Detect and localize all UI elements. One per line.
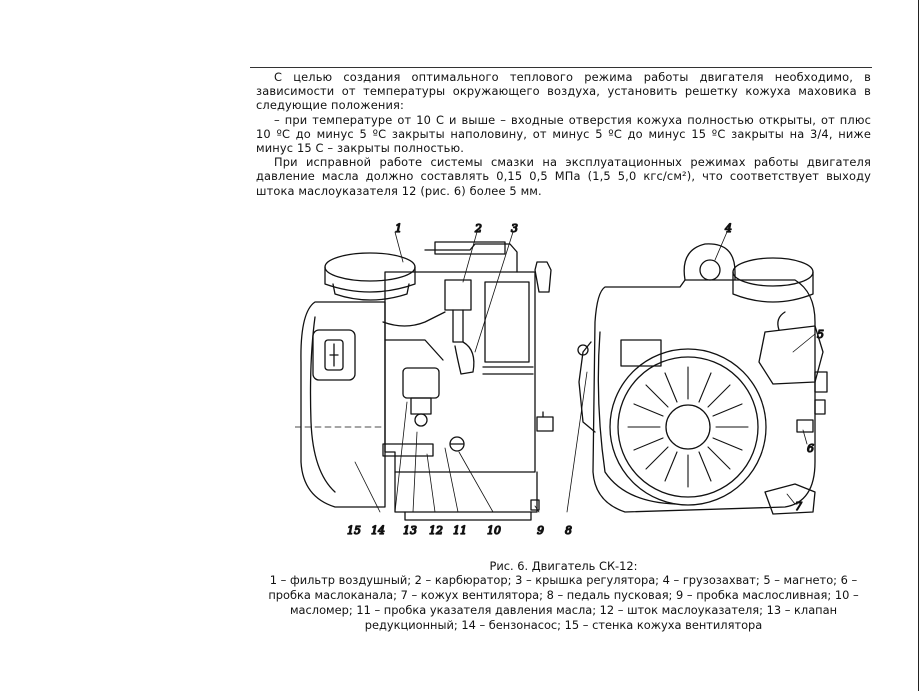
callout-8: 8 [565, 524, 572, 537]
callout-1: 1 [395, 222, 402, 235]
callout-11: 11 [453, 524, 467, 537]
callout-4: 4 [724, 222, 732, 235]
engine-figure: 1 2 3 4 5 6 7 8 9 10 11 12 13 14 15 [295, 222, 875, 540]
top-rule [250, 67, 872, 68]
engine-side-view [295, 231, 554, 521]
callout-10: 10 [487, 524, 501, 537]
paragraph-2: – при температуре от 10 С и выше – входн… [256, 112, 871, 156]
callout-7: 7 [795, 500, 802, 513]
callout-3: 3 [511, 222, 518, 235]
callout-6: 6 [807, 442, 814, 455]
callout-5: 5 [817, 328, 824, 341]
callout-15: 15 [347, 524, 361, 537]
callout-2: 2 [474, 222, 482, 235]
paragraph-1: С целью создания оптимального теплового … [256, 70, 871, 113]
figure-caption-title: Рис. 6. Двигатель СК-12: [489, 559, 638, 573]
callout-9: 9 [537, 524, 544, 537]
paragraph-3: При исправной работе системы смазки на э… [256, 155, 871, 198]
figure-caption-legend: 1 – фильтр воздушный; 2 – карбюратор; 3 … [268, 573, 859, 632]
callout-13: 13 [403, 524, 417, 537]
page-edge-line [918, 0, 919, 691]
callout-14: 14 [371, 524, 385, 537]
callout-12: 12 [429, 524, 443, 537]
engine-front-view [566, 231, 828, 515]
body-text: С целью создания оптимального теплового … [256, 70, 871, 198]
